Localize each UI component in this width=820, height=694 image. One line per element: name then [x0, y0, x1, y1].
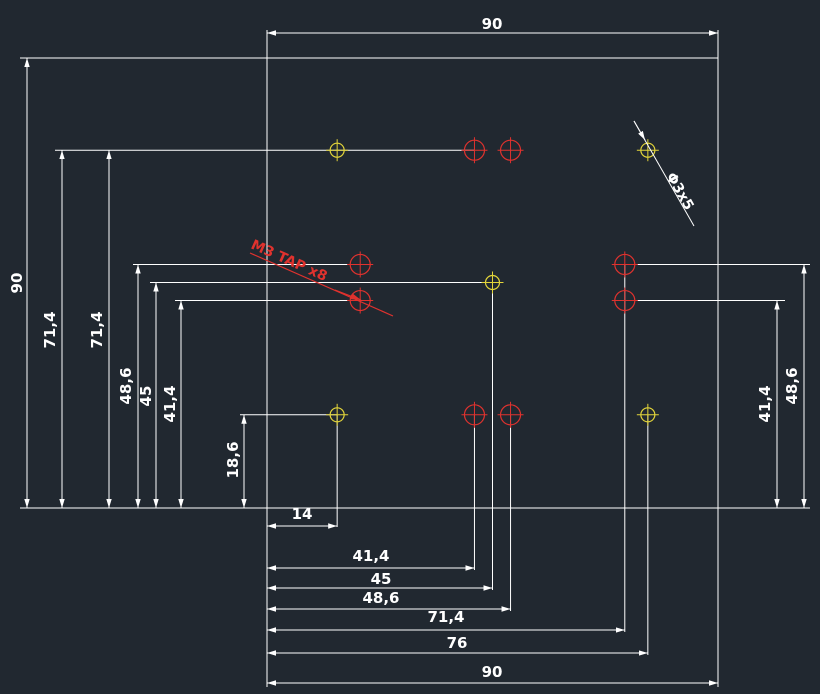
dim-bottom-71-4: 71,4 — [427, 608, 464, 626]
dim-bottom-41-4: 41,4 — [352, 547, 389, 565]
through-hole — [326, 403, 349, 426]
dim-right-41-4: 41,4 — [756, 385, 774, 422]
dim-left-48-6: 48,6 — [117, 367, 135, 404]
dim-left-71-4-b: 71,4 — [88, 311, 106, 348]
dim-right-48-6: 48,6 — [783, 367, 801, 404]
through-hole — [326, 139, 349, 162]
holes — [326, 137, 659, 428]
dimension-lines — [24, 30, 807, 686]
dim-bottom-76: 76 — [447, 634, 468, 652]
through-hole — [481, 271, 504, 294]
through-hole — [636, 139, 659, 162]
tapped-hole — [347, 287, 374, 314]
tapped-hole — [461, 137, 488, 164]
tapped-hole — [347, 251, 374, 278]
tap-note: M3 TAP x8 — [248, 237, 329, 285]
dim-bottom-48-6: 48,6 — [362, 589, 399, 607]
dim-left-45: 45 — [137, 386, 155, 407]
hole-note-arrow — [633, 120, 646, 141]
through-hole — [636, 403, 659, 426]
dim-left-90: 90 — [8, 273, 26, 294]
tapped-hole — [611, 251, 638, 278]
dim-bottom-45: 45 — [371, 570, 392, 588]
tapped-hole — [461, 401, 488, 428]
dim-top-width: 90 — [482, 15, 503, 33]
dim-bottom-90: 90 — [482, 663, 503, 681]
dim-left-71-4-a: 71,4 — [41, 311, 59, 348]
tapped-hole — [497, 401, 524, 428]
dim-left-18-6: 18,6 — [224, 441, 242, 478]
hole-note: Φ3x5 — [663, 170, 697, 213]
tapped-hole — [497, 137, 524, 164]
tap-note-leader — [249, 252, 394, 317]
dim-bottom-14: 14 — [292, 505, 313, 523]
tapped-hole — [611, 287, 638, 314]
tap-note-arrow — [334, 289, 362, 301]
extension-lines — [20, 30, 810, 687]
dim-left-41-4: 41,4 — [161, 385, 179, 422]
